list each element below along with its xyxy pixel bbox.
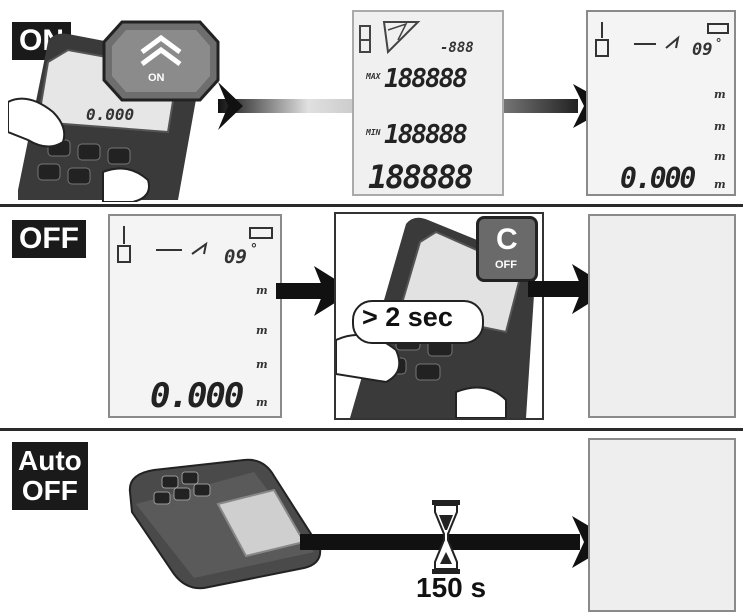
c-button-letter: C xyxy=(496,223,518,256)
row-divider xyxy=(0,428,743,431)
on-button-caption: ON xyxy=(148,72,165,84)
segment-icons xyxy=(359,21,421,55)
angle-readout: 09 xyxy=(692,40,713,60)
unit-label: m xyxy=(714,150,726,163)
c-button-caption: OFF xyxy=(495,259,517,271)
test-line-3: 188888 xyxy=(368,158,474,196)
distance-readout: 0.000 xyxy=(150,376,244,416)
on-button-badge: ON xyxy=(102,20,220,102)
lcd-display-on: 09 ° m m m 0.000 m xyxy=(586,10,736,196)
unit-label: m xyxy=(714,178,726,191)
display-header-icons xyxy=(117,226,273,263)
test-top-readout: -888 xyxy=(440,40,474,56)
device-on-readout: 0.000 xyxy=(86,105,134,124)
min-indicator: MIN xyxy=(366,128,381,137)
lcd-display-before-off: 09 ° m m m 0.000 m xyxy=(108,214,282,418)
hold-time-label: > 2 sec xyxy=(362,302,453,332)
row-label-auto-off: Auto OFF xyxy=(12,442,88,510)
device-hold-panel: > 2 sec xyxy=(334,212,544,420)
unit-label: m xyxy=(714,88,726,101)
hourglass-icon xyxy=(432,500,460,574)
angle-degree: ° xyxy=(715,36,723,50)
auto-off-time-label: 150 s xyxy=(416,572,487,603)
distance-readout: 0.000 xyxy=(620,162,696,195)
unit-label: m xyxy=(256,284,268,297)
test-line-1: 188888 xyxy=(384,64,468,94)
hand-thumb xyxy=(8,97,150,202)
c-button-badge: C OFF xyxy=(476,216,538,282)
auto-off-label-line1: Auto xyxy=(18,445,82,476)
row-divider xyxy=(0,204,743,207)
test-line-2: 188888 xyxy=(384,120,468,150)
lcd-test-display: -888 MAX 188888 MIN 188888 188888 xyxy=(352,10,504,196)
unit-label: m xyxy=(256,358,268,371)
angle-degree: ° xyxy=(250,242,258,257)
hold-time-bubble xyxy=(352,300,484,344)
auto-off-label-line2: OFF xyxy=(21,475,78,506)
max-indicator: MAX xyxy=(366,72,381,81)
unit-label: m xyxy=(256,324,268,337)
chevron-up-icon xyxy=(140,34,182,67)
device-flat-illustration xyxy=(128,458,322,590)
unit-label: m xyxy=(714,120,726,133)
unit-label: m xyxy=(256,396,268,409)
blank-display-off xyxy=(588,214,736,418)
display-header-icons xyxy=(595,22,729,57)
angle-readout: 09 xyxy=(224,246,247,268)
row-label-off: OFF xyxy=(12,220,86,258)
blank-display-auto-off xyxy=(588,438,736,612)
